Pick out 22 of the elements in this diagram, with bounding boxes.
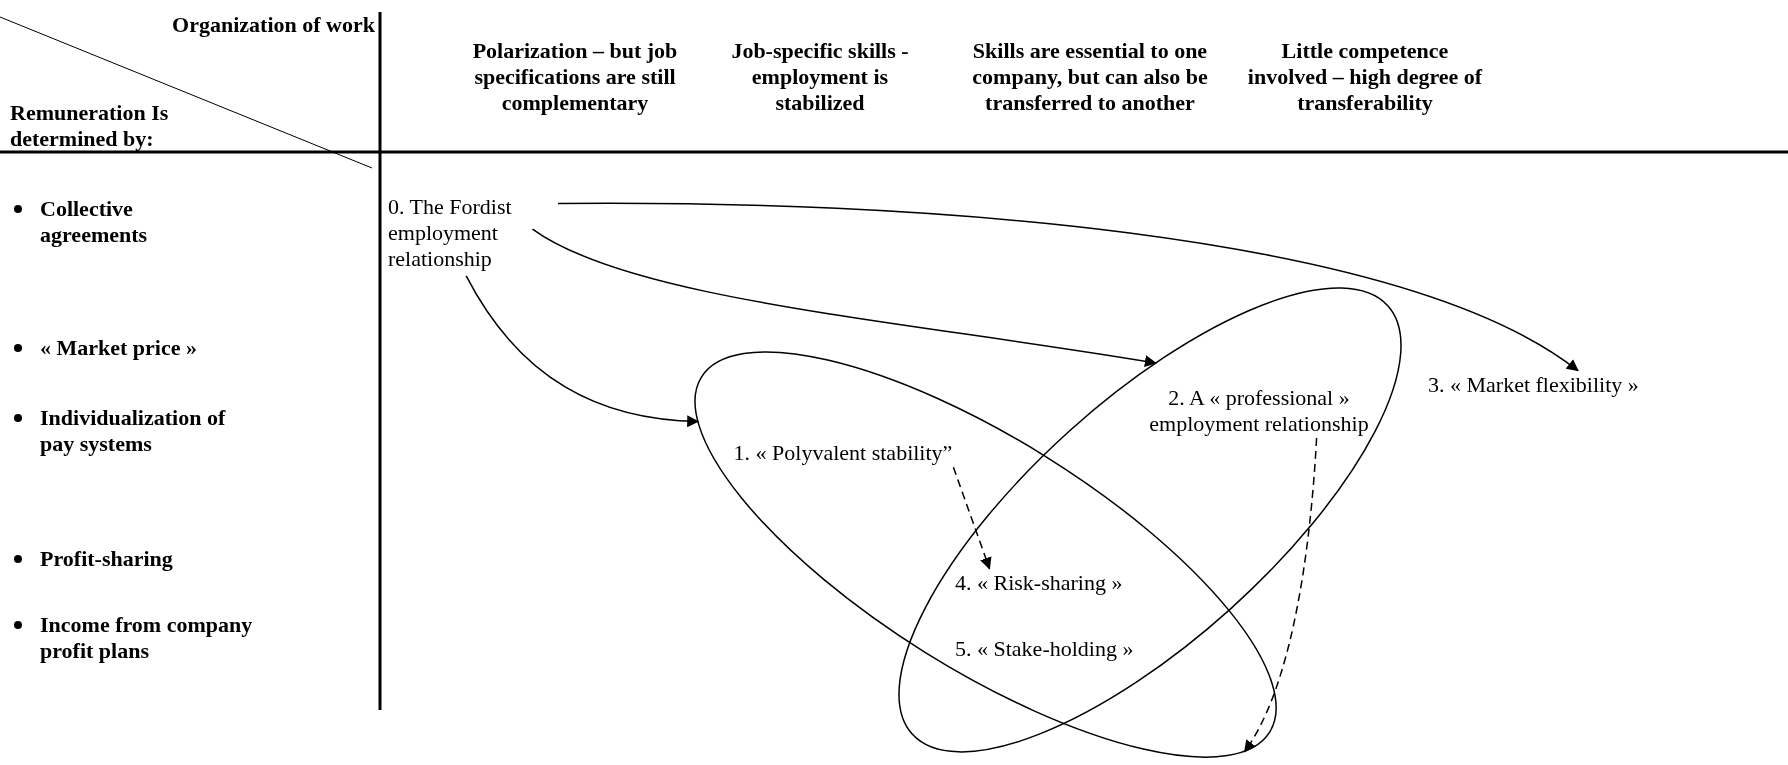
scenario-text: 2. A « professional » employment relationship [1128,385,1390,437]
arrow [465,275,700,427]
scenario-text: 3. « Market flexibility » [1428,372,1678,398]
arrow [952,466,992,570]
row-label: Profit-sharing [40,546,174,572]
row-label: Income from company profit plans [40,612,254,664]
corner-heading: Organization of work [171,12,375,38]
arrow [531,228,1157,368]
scenario-text: 1. « Polyvalent stability” [728,440,958,466]
row-label: « Market price » [40,335,198,361]
column-header: Job-specific skills - employment is stabilized [730,38,910,116]
arrow [557,202,1579,372]
scenario-text: 5. « Stake-holding » [955,636,1185,662]
column-header: Little competence involved – high degree of transferability [1246,38,1484,116]
row-label: Collective agreements [40,196,149,248]
column-header: Skills are essential to one company, but can also be transferred to another [971,38,1209,116]
scenario-text: 4. « Risk-sharing » [955,570,1185,596]
scenario-text: 0. The Fordist employment relationship [388,194,558,272]
arrow [1243,437,1318,753]
row-label: Individualization of pay systems [40,405,227,457]
corner-heading: Remuneration Is determined by: [10,100,170,152]
column-header: Polarization – but job specifications are still complementary [471,38,679,116]
